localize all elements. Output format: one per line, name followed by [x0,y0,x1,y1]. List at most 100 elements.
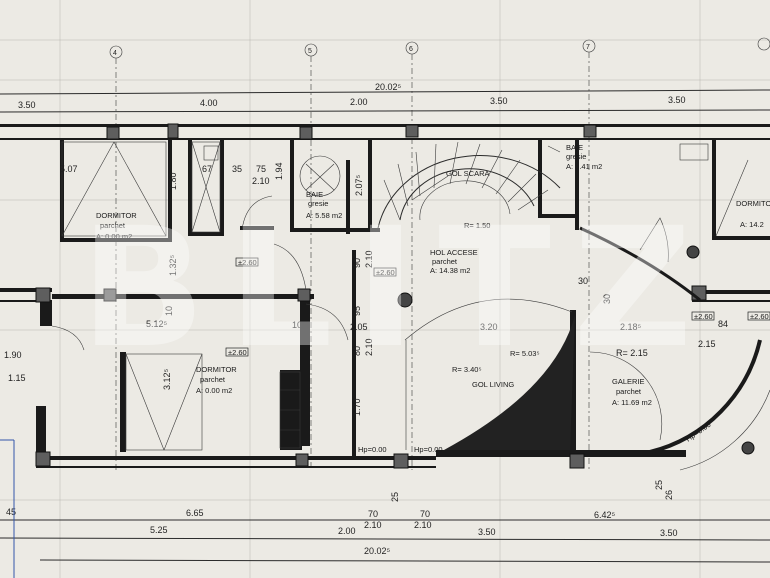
level-tag-2: ±2.60 [376,268,395,277]
axis-label-7: 7 [586,44,590,51]
room-galerie-name: GALERIE [612,377,645,386]
dim-180: 1.80 [168,172,178,190]
top-dimensions: 20.02⁵ 3.50 4.00 2.00 3.50 3.50 [0,82,770,113]
dim-512: 5.12⁵ [146,319,168,329]
room-baie-2-name: BAIE [566,143,583,152]
bottom-dim-r2-4: 2.10 [414,520,432,530]
dim-26: 26 [664,490,674,500]
room-gol-living-name: GOL LIVING [472,380,514,389]
room-dormitor-top-name: DORMITOR [96,211,137,220]
dim-95: 95 [352,306,362,316]
dim-10: 10 [164,306,174,316]
dim-132: 1.32⁵ [168,254,178,276]
dim-25: 25 [654,480,664,490]
dim-507: 5.07 [60,164,78,174]
room-baie-1-name: BAIE [306,190,323,199]
top-dim-1: 3.50 [18,100,36,110]
room-dormitor-bottom-area: A: 0.00 m2 [196,386,232,395]
dim-205: 2.05 [350,322,368,332]
dim-320: 3.20 [480,322,498,332]
room-hol-floor: parchet [432,257,458,266]
furniture [61,141,749,451]
dim-35: 35 [232,164,242,174]
level-tag-1: ±2.60 [238,258,257,267]
room-galerie-area: A: 11.69 m2 [612,398,652,407]
level-tag-5: ±2.60 [750,312,769,321]
level-tags: ±2.60 ±2.60 ±2.60 ±2.60 ±2.60 [225,257,770,357]
room-baie-2-floor: gresie [566,152,586,161]
room-baie-1-floor: gresie [308,199,328,208]
dim-67: 67 [202,164,212,174]
bottom-left-dim: 45 [6,507,16,517]
dim-215: 2.15 [698,339,716,349]
dim-30a: 30 [578,276,588,286]
hp-marker-2: Hp=0.00 [414,445,443,454]
level-tag-3: ±2.60 [228,348,247,357]
top-dim-5: 3.50 [668,95,686,105]
bottom-dim-r1-1: 6.65 [186,508,204,518]
left-edge-marker [0,439,15,578]
bottom-dim-r2-2: 2.00 [338,526,356,536]
radius-503: R= 5.03⁵ [510,349,540,358]
dim-210b: 2.10 [364,250,374,268]
dim-210a: 2.10 [252,176,270,186]
dim-84: 84 [718,319,728,329]
bottom-dim-r1-4: 6.42⁵ [594,510,616,520]
room-hol-name: HOL ACCESE [430,248,478,257]
dim-90: 90 [352,258,362,268]
bottom-dimensions: 45 6.65 70 70 6.42⁵ 5.25 2.00 2.10 2.10 … [0,507,770,563]
dim-170: 1.70 [352,398,362,416]
radius-150: R= 1.50 [464,221,490,230]
axis-label-5: 5 [308,48,312,55]
room-dormitor-right-name: DORMITOR [736,199,770,208]
radius-340: R= 3.40⁵ [452,365,482,374]
bottom-dim-r2-3: 2.10 [364,520,382,530]
dim-80: 80 [352,346,362,356]
axis-label-4: 4 [113,50,117,57]
axis-markers: 4 5 6 7 [109,37,770,470]
dim-210c: 2.10 [364,338,374,356]
bottom-dim-r2-1: 5.25 [150,525,168,535]
dim-2075: 2.07⁵ [354,174,364,196]
dim-10b: 10 [292,320,302,330]
top-dim-3: 2.00 [350,97,368,107]
dim-30b: 30 [602,294,612,304]
room-labels: DORMITOR parchet A: 0.00 m2 BAIE gresie … [96,143,770,407]
room-dormitor-right-area: A: 14.2 [740,220,764,229]
dim-218: 2.18⁵ [620,322,642,332]
dim-312: 3.12⁵ [162,368,172,390]
room-dormitor-top-area: A: 0.00 m2 [96,232,132,241]
bottom-dim-r1-3: 70 [420,509,430,519]
room-dormitor-bottom-floor: parchet [200,375,226,384]
axis-label-6: 6 [409,46,413,53]
bottom-total-dim: 20.02⁵ [364,546,391,556]
dim-115: 1.15 [8,373,26,383]
top-total-dim: 20.02⁵ [375,82,402,92]
dim-190: 1.90 [4,350,22,360]
room-baie-1-area: A: 5.58 m2 [306,211,342,220]
top-dim-2: 4.00 [200,98,218,108]
bottom-dim-r1-2: 70 [368,509,378,519]
bottom-dim-r2-6: 3.50 [660,528,678,538]
watermark-text: BLITZ [80,192,715,384]
radius-215: R= 2.15 [616,348,648,358]
dim-25b: 25 [390,492,400,502]
room-dormitor-top-floor: parchet [100,221,126,230]
doors [51,155,669,351]
hp-marker-1: Hp=0.00 [358,445,387,454]
level-tag-4: ±2.60 [694,312,713,321]
curved-galerie-walls [404,226,770,471]
dim-194: 1.94 [274,162,284,180]
spiral-staircase [377,141,561,229]
room-gol-scara-name: GOL SCARA [446,169,489,178]
room-hol-area: A: 14.38 m2 [430,266,470,275]
room-dormitor-bottom-name: DORMITOR [196,365,237,374]
columns [35,123,755,469]
room-galerie-floor: parchet [616,387,642,396]
top-dim-4: 3.50 [490,96,508,106]
dim-75: 75 [256,164,266,174]
room-baie-2-area: A: 5.41 m2 [566,162,602,171]
